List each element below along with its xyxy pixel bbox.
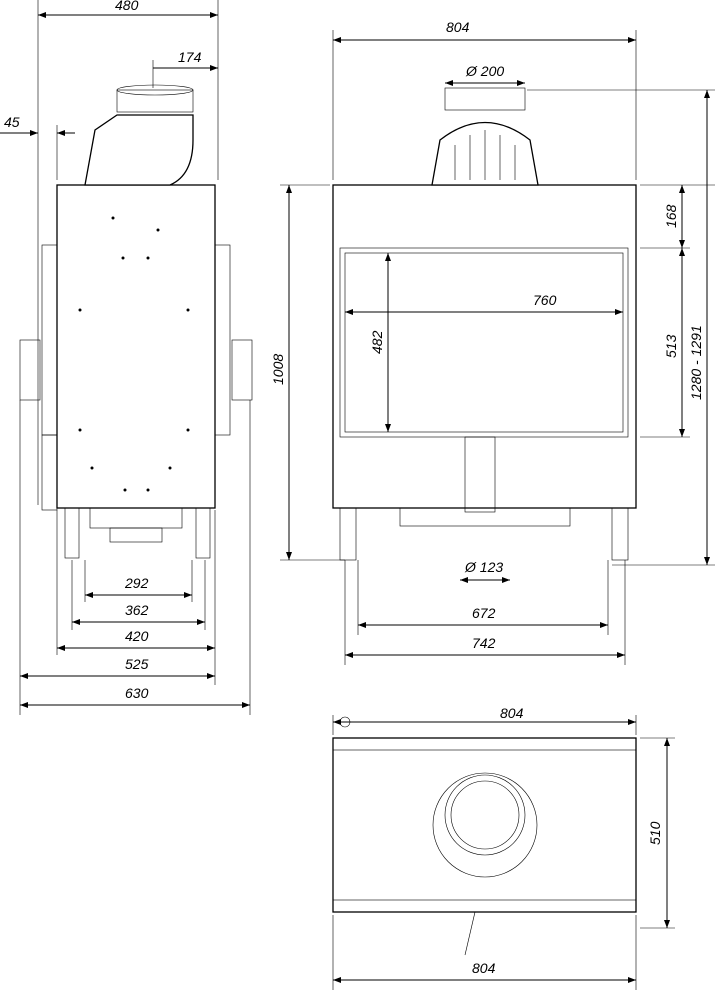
dim-292: 292	[124, 575, 149, 591]
side-view	[19, 84, 253, 559]
dim-513: 513	[663, 334, 679, 358]
dim-flue-diameter: Ø 200	[465, 63, 504, 79]
dim-760: 760	[533, 292, 557, 308]
dim-672: 672	[472, 605, 496, 621]
dim-174: 174	[178, 49, 202, 65]
side-dimensions: 480 174 45 292 362 420 525 630	[0, 0, 251, 715]
top-view	[332, 716, 637, 956]
dim-1008: 1008	[270, 354, 286, 385]
dim-420: 420	[125, 628, 149, 644]
dim-630: 630	[125, 685, 149, 701]
dim-1280-1291: 1280 - 1291	[688, 325, 704, 400]
dim-510: 510	[647, 821, 663, 845]
dim-362: 362	[125, 602, 149, 618]
front-dimensions: 804 Ø 200 1008 168 513 1280 - 1291 760 4…	[270, 19, 715, 665]
top-dimensions: 804 510 804	[332, 705, 675, 990]
dim-742: 742	[472, 635, 496, 651]
dim-525: 525	[125, 656, 149, 672]
dim-480: 480	[115, 0, 139, 13]
dim-45: 45	[4, 114, 20, 130]
dim-804-bottom: 804	[472, 960, 496, 976]
dim-804-top: 804	[500, 705, 524, 721]
dim-168: 168	[663, 204, 679, 228]
dim-804-front: 804	[446, 19, 470, 35]
dim-air-inlet-diameter: Ø 123	[464, 559, 503, 575]
dim-482: 482	[369, 330, 385, 354]
front-view	[332, 87, 637, 561]
